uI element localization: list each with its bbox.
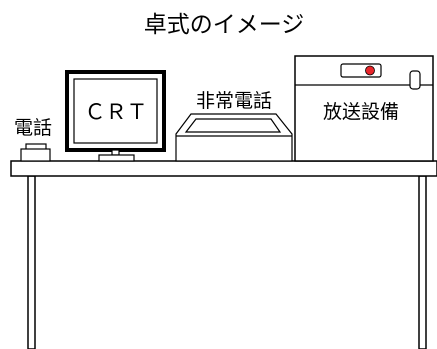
emergency-telephone: 非常電話 (175, 90, 293, 162)
telephone-body (20, 148, 51, 162)
telephone-label: 電話 (14, 117, 52, 139)
crt-label: ＣＲＴ (85, 100, 148, 124)
telephone: 電話 (14, 117, 52, 162)
desk-top (10, 160, 437, 177)
crt-base (98, 154, 135, 162)
crt-screen (73, 78, 158, 144)
crt-neck (111, 149, 120, 156)
emergency-telephone-label: 非常電話 (196, 90, 272, 112)
broadcast-label: 放送設備 (323, 101, 399, 123)
broadcast-equipment: 放送設備 (294, 55, 434, 162)
desk-left-leg (27, 175, 36, 349)
broadcast-indicator-lamp (365, 65, 375, 76)
crt-monitor: ＣＲＴ (65, 70, 166, 162)
desk-legs (27, 175, 427, 349)
diagram-title: 卓式のイメージ (144, 12, 305, 38)
desk-right-leg (418, 175, 427, 349)
broadcast-handle (409, 70, 421, 90)
broadcast-indicator-slot (340, 63, 382, 78)
emergency-telephone-top-panel (184, 118, 282, 133)
